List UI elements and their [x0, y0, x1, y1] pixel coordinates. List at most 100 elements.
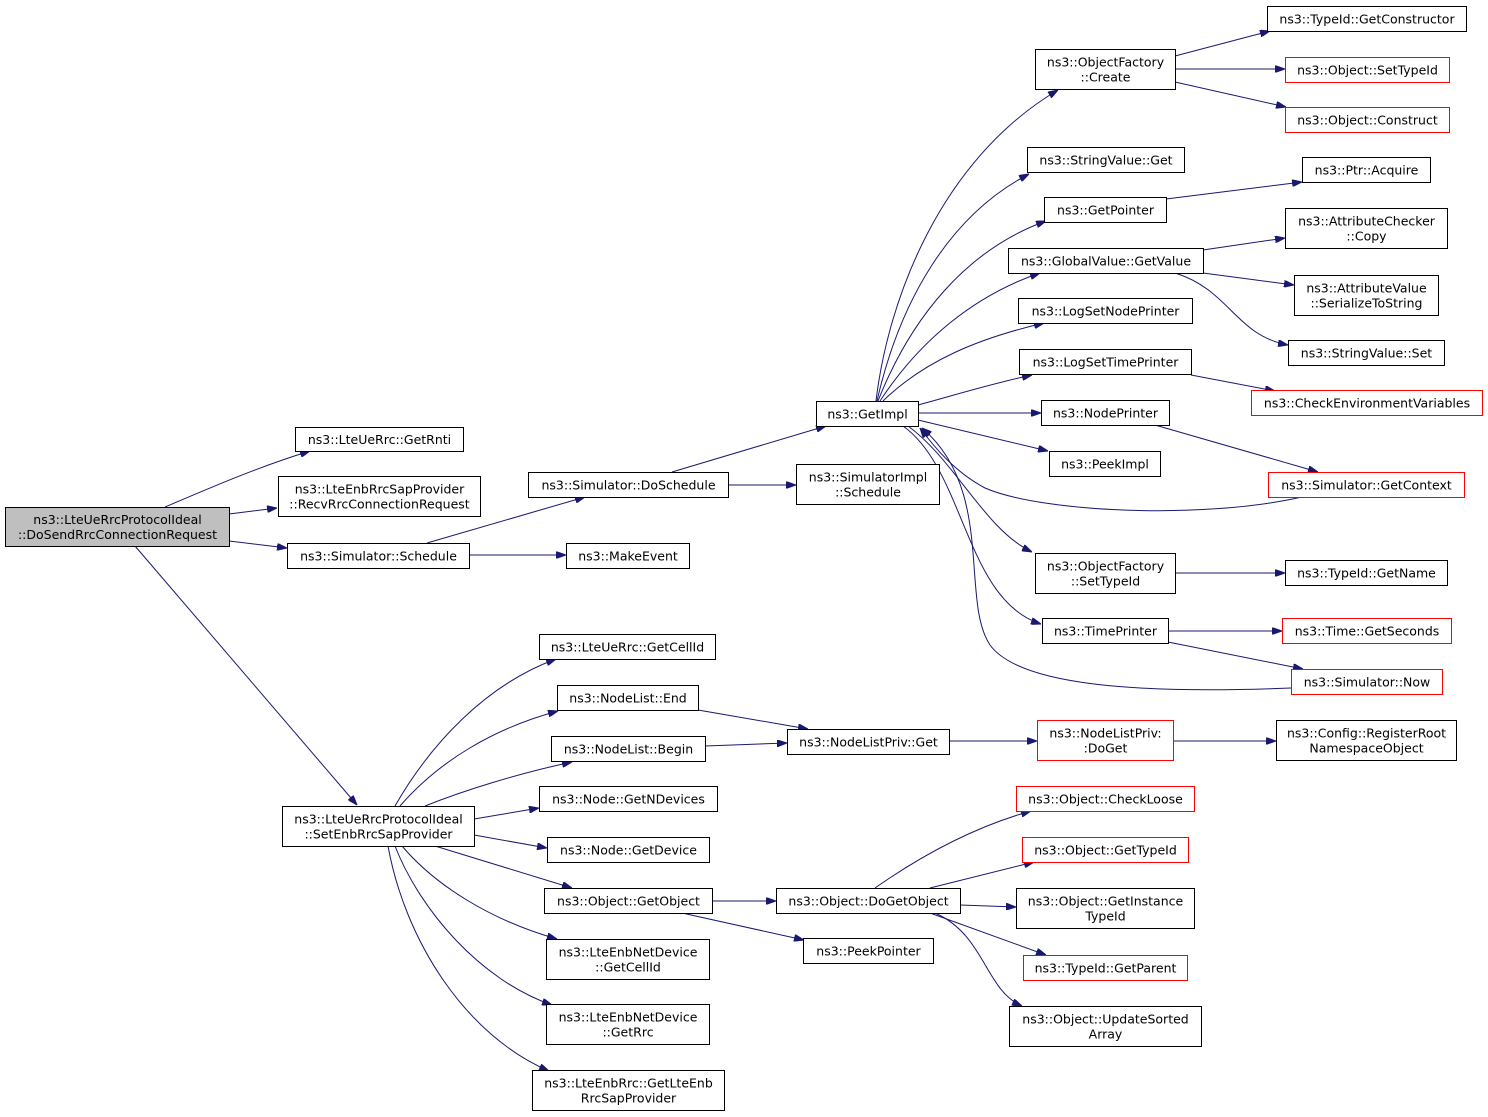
function-node[interactable]: ns3::ObjectFactory::Create [1035, 49, 1176, 90]
function-node[interactable]: ns3::NodePrinter [1041, 400, 1170, 426]
node-box [1285, 208, 1448, 249]
node-label: ns3::StringValue::Set [1301, 346, 1432, 361]
function-node[interactable]: ns3::Object::DoGetObject [776, 888, 961, 914]
function-node[interactable]: ns3::Simulator::Schedule [287, 543, 470, 569]
node-box [282, 806, 475, 847]
function-node[interactable]: ns3::LogSetNodePrinter [1018, 298, 1193, 324]
function-node[interactable]: ns3::GlobalValue::GetValue [1008, 248, 1204, 274]
function-node[interactable]: ns3::MakeEvent [566, 543, 690, 569]
function-node[interactable]: ns3::TypeId::GetConstructor [1267, 6, 1467, 32]
node-label: ns3::Node::GetDevice [560, 843, 697, 858]
node-label: ns3::SimulatorImpl [809, 470, 927, 485]
call-edge [920, 428, 1303, 512]
function-node[interactable]: ns3::TimePrinter [1042, 618, 1169, 644]
node-box [1009, 1006, 1202, 1047]
function-node[interactable]: ns3::AttributeValue::SerializeToString [1294, 275, 1439, 316]
node-box [1023, 955, 1188, 981]
node-box [528, 472, 729, 498]
function-node[interactable]: ns3::NodeListPriv::Get [787, 729, 950, 755]
function-node[interactable]: ns3::NodeListPriv::DoGet [1037, 720, 1174, 761]
node-label: ns3::Object::DoGetObject [788, 894, 948, 909]
node-label: Array [1089, 1027, 1123, 1042]
function-node[interactable]: ns3::ObjectFactory::SetTypeId [1035, 553, 1176, 594]
function-node[interactable]: ns3::PeekImpl [1049, 451, 1161, 477]
node-box [1027, 147, 1185, 173]
node-label: ns3::StringValue::Get [1039, 153, 1172, 168]
function-node[interactable]: ns3::StringValue::Set [1288, 340, 1445, 366]
function-node[interactable]: ns3::LteEnbNetDevice::GetCellId [546, 939, 710, 980]
function-node[interactable]: ns3::PeekPointer [803, 938, 934, 964]
call-edge [879, 273, 1040, 402]
node-box [787, 729, 950, 755]
node-box [776, 888, 961, 914]
function-node[interactable]: ns3::Simulator::GetContext [1268, 472, 1465, 498]
function-node[interactable]: ns3::Node::GetDevice [547, 837, 710, 863]
node-label: ns3::AttributeValue [1306, 281, 1427, 296]
call-edge [917, 419, 1048, 451]
node-label: RrcSapProvider [581, 1091, 677, 1106]
function-node[interactable]: ns3::Ptr::Acquire [1302, 157, 1431, 183]
function-node[interactable]: ns3::StringValue::Get [1027, 147, 1185, 173]
function-node[interactable]: ns3::GetImpl [816, 401, 919, 427]
function-node[interactable]: ns3::Node::GetNDevices [539, 786, 718, 812]
function-node[interactable]: ns3::LteUeRrcProtocolIdeal::SetEnbRrcSap… [282, 806, 475, 847]
call-edge [473, 808, 539, 820]
function-node[interactable]: ns3::Object::SetTypeId [1285, 57, 1450, 83]
node-box [546, 939, 710, 980]
function-node[interactable]: ns3::Object::GetObject [544, 888, 713, 914]
call-edge [387, 845, 549, 1071]
call-edge [228, 540, 287, 548]
call-edge [134, 545, 357, 805]
node-label: :DoGet [1084, 741, 1128, 756]
node-box [1288, 340, 1445, 366]
node-label: ns3::Object::SetTypeId [1297, 63, 1438, 78]
function-node[interactable]: ns3::NodeList::End [557, 685, 699, 711]
node-label: ns3::GetImpl [827, 407, 907, 422]
function-node[interactable]: ns3::LteEnbRrcSapProvider::RecvRrcConnec… [278, 476, 481, 517]
node-box [1282, 618, 1452, 644]
call-edge [1174, 272, 1288, 345]
node-label: ns3::Time::GetSeconds [1295, 624, 1440, 639]
node-label: ns3::TimePrinter [1054, 624, 1158, 639]
function-node[interactable]: ns3::Simulator::DoSchedule [528, 472, 729, 498]
call-edge [681, 912, 804, 940]
node-label: ns3::Object::Construct [1297, 113, 1438, 128]
function-node[interactable]: ns3::LogSetTimePrinter [1019, 349, 1192, 375]
node-label: ::GetRrc [602, 1025, 653, 1040]
call-edge [473, 834, 547, 848]
node-label: ::SetEnbRrcSapProvider [304, 827, 453, 842]
node-box [1044, 197, 1167, 223]
function-node[interactable]: ns3::CheckEnvironmentVariables [1251, 390, 1483, 416]
node-label: ns3::NodeList::End [569, 691, 686, 706]
node-box [546, 1004, 710, 1045]
node-label: ns3::LteUeRrcProtocolIdeal [33, 512, 201, 527]
call-edge [434, 845, 572, 888]
function-node[interactable]: ns3::TypeId::GetParent [1023, 955, 1188, 981]
node-label: ::Copy [1346, 229, 1387, 244]
function-node[interactable]: ns3::GetPointer [1044, 197, 1167, 223]
call-edge [424, 762, 572, 807]
function-node[interactable]: ns3::Time::GetSeconds [1282, 618, 1452, 644]
node-label: ::Schedule [835, 485, 901, 500]
node-label: ns3::Object::CheckLoose [1028, 792, 1183, 807]
node-box [1285, 560, 1448, 586]
function-node[interactable]: ns3::LteEnbNetDevice::GetRrc [546, 1004, 710, 1045]
function-node[interactable]: ns3::LteUeRrc::GetRnti [295, 427, 464, 452]
function-node[interactable]: ns3::Object::CheckLoose [1016, 786, 1195, 812]
function-node[interactable]: ns3::LteUeRrc::GetCellId [539, 634, 716, 660]
function-node[interactable]: ns3::SimulatorImpl::Schedule [796, 464, 940, 505]
function-node[interactable]: ns3::TypeId::GetName [1285, 560, 1448, 586]
function-node[interactable]: ns3::NodeList::Begin [551, 736, 706, 762]
node-label: ns3::NodeListPriv::Get [799, 735, 938, 750]
call-edge [875, 90, 1058, 402]
function-node[interactable]: ns3::Object::GetTypeId [1022, 837, 1189, 863]
function-node[interactable]: ns3::AttributeChecker::Copy [1285, 208, 1448, 249]
function-node[interactable]: ns3::Object::Construct [1285, 107, 1450, 133]
function-node[interactable]: ns3::Simulator::Now [1291, 669, 1443, 695]
